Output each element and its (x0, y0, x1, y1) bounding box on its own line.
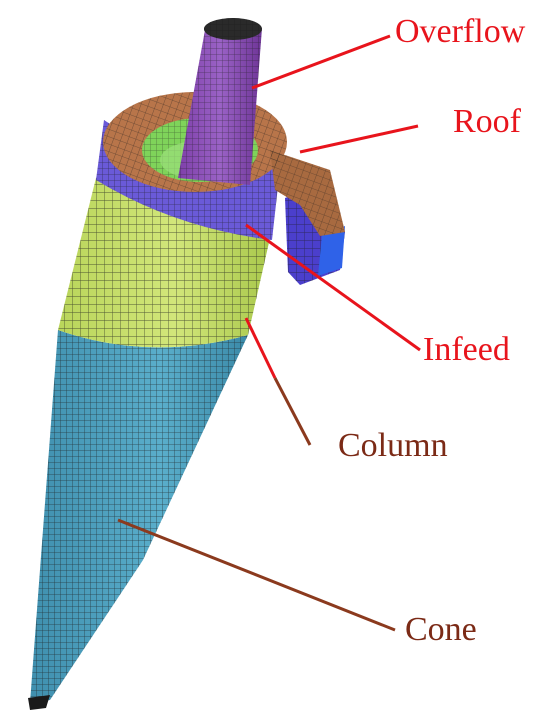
cone-pointer (117, 518, 396, 632)
labels: Overflow Roof Infeed Column Cone (338, 13, 526, 648)
overflow-pipe (178, 18, 262, 185)
overflow-label: Overflow (395, 13, 526, 50)
cone-label: Cone (405, 611, 477, 648)
roof-label: Roof (453, 103, 522, 140)
overflow-pointer (251, 34, 391, 90)
column-pointer-top (244, 317, 277, 379)
column-pointer-bottom (273, 377, 312, 446)
column-section (58, 178, 270, 348)
infeed-label: Infeed (423, 331, 510, 368)
column-label: Column (338, 427, 448, 464)
roof-pointer (299, 124, 419, 154)
infeed-pointer (245, 223, 421, 352)
pointer-lines (117, 34, 421, 632)
cone-section (28, 330, 248, 710)
